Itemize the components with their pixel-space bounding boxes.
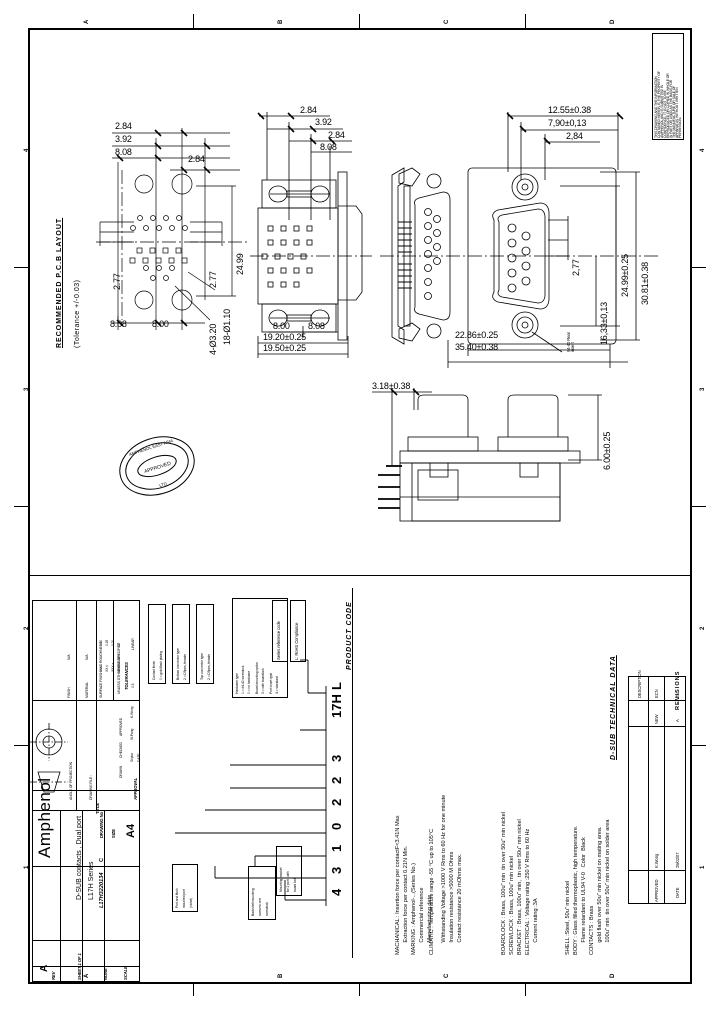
rv-dim-8-08: 8.08: [320, 142, 337, 152]
rv-dim-2-84-b: 2.84: [328, 130, 345, 140]
zone-tick: [690, 506, 706, 507]
note-box-1: [172, 864, 198, 912]
tech-data-left-rule: [352, 588, 353, 958]
tb-drawing-file-label: DRAWING FILE :: [89, 775, 93, 800]
fv-dim-7-90: 7,90±0,13: [548, 118, 587, 128]
border-outer-bottom: [28, 982, 692, 984]
dim-8-08-top: 8.08: [115, 147, 132, 157]
revisions-table-box: [628, 676, 686, 904]
fv-dim-2-84: 2,84: [566, 131, 583, 141]
border-outer-top: [28, 28, 692, 30]
tb-dwgno-label: DRAWING No: [99, 812, 104, 838]
tb-appr-role-2: APPROVED: [119, 717, 123, 736]
zone-tick: [14, 745, 28, 746]
rv-dim-2-84-a: 2.84: [300, 105, 317, 115]
zone-tick: [525, 982, 526, 996]
zone-tick: [193, 14, 194, 28]
tb-sep-4: [32, 866, 140, 867]
tb-vsep-6: [60, 810, 61, 982]
tb-appr-name-1: W.Pang: [130, 728, 134, 740]
rev-col-sep-1: [648, 676, 649, 904]
rv-dim-3-92: 3.92: [315, 117, 332, 127]
tb-vsep-3: [113, 600, 114, 700]
tb-vsep-1: [76, 600, 77, 700]
tb-sep-3: [32, 810, 140, 811]
callout-box-hardware: [232, 598, 288, 698]
rev-row-sep-1: [628, 726, 686, 727]
sv-dim-3-18: 3.18±0.38: [372, 381, 411, 391]
rev-row-sep-2: [628, 870, 686, 871]
dim-2-84-b: 2.84: [188, 154, 205, 164]
company-logo: Amphenol: [35, 777, 54, 858]
tb-projection-label: ANGLE OF PROJECTION: [69, 761, 73, 800]
tb-appr-role-1: CHECKED: [119, 742, 123, 758]
zone-tick: [193, 982, 194, 996]
tb-scale: NONE: [103, 968, 108, 980]
callout-box-rohs: [290, 600, 306, 662]
dim-8-08-bot: 8.08: [110, 319, 127, 329]
tb-sep-2: [32, 790, 140, 791]
zone-tick: [14, 267, 28, 268]
title-block-frame: [32, 600, 140, 982]
callout-box-top-connector: [196, 604, 214, 684]
tb-sep-1: [32, 700, 140, 701]
rv-dim-8-00: 8.00: [273, 321, 290, 331]
fv-dim-35-40: 35.40±0.38: [455, 342, 498, 352]
tb-dwg-rev: C: [99, 857, 105, 862]
tb-appr-name-2: K.Wong: [130, 706, 134, 718]
tb-sep-6: [32, 966, 140, 967]
tb-title-line1: D-SUB contacts , Dual port: [76, 815, 83, 900]
zone-tick: [359, 14, 360, 28]
zone-tick: [690, 267, 706, 268]
tb-title-line2: L17H Series: [88, 861, 95, 900]
zone-tick: [525, 14, 526, 28]
tb-appr-role-0: DRAWN: [119, 765, 123, 778]
tb-size-label: SIZE: [111, 829, 116, 838]
rev-col-sep-2: [664, 676, 665, 904]
note-box-3: [276, 846, 302, 896]
dim-2-84-a: 2.84: [115, 121, 132, 131]
tb-scale-label: SCALE: [123, 966, 128, 980]
tb-vsep-5: [96, 700, 97, 810]
tb-vsep-7: [82, 810, 83, 982]
zone-tick: [690, 745, 706, 746]
tb-rev-label: REV: [51, 971, 56, 980]
tb-appr-name-0: Shybo: [130, 752, 134, 762]
rv-dim-8-08b: 8.08: [308, 321, 325, 331]
fv-dim-22-86: 22.86±0.25: [455, 330, 498, 340]
proprietary-notice-box: [652, 33, 684, 140]
tb-dwg-no: L17H3220134: [99, 872, 105, 908]
dim-8-00-bot: 8.00: [152, 319, 169, 329]
tb-sep-5: [32, 940, 140, 941]
tb-size: A4: [125, 823, 137, 838]
tb-approval-label: APPROVAL: [133, 777, 138, 800]
zone-tick: [14, 506, 28, 507]
rev-row-sep-head: [628, 700, 686, 701]
tb-vsep-4: [76, 700, 77, 810]
callout-box-bottom-connector: [172, 604, 190, 684]
tb-vsep-8: [104, 810, 105, 982]
tb-vsep-2: [96, 600, 97, 700]
callout-box-contact-finish: [148, 604, 166, 684]
fv-dim-12-55: 12.55±0.38: [548, 105, 591, 115]
rv-dim-19-20: 19.20±0.25: [263, 332, 306, 342]
svg-text:LTD: LTD: [159, 481, 168, 488]
note-box-2: [248, 866, 276, 920]
section-divider: [28, 575, 690, 576]
tb-date-label: DATE: [137, 753, 141, 762]
zone-tick: [359, 982, 360, 996]
dim-3-92: 3.92: [115, 134, 132, 144]
border-outer-left: [28, 28, 30, 984]
rv-dim-19-50: 19.50±0.25: [263, 343, 306, 353]
